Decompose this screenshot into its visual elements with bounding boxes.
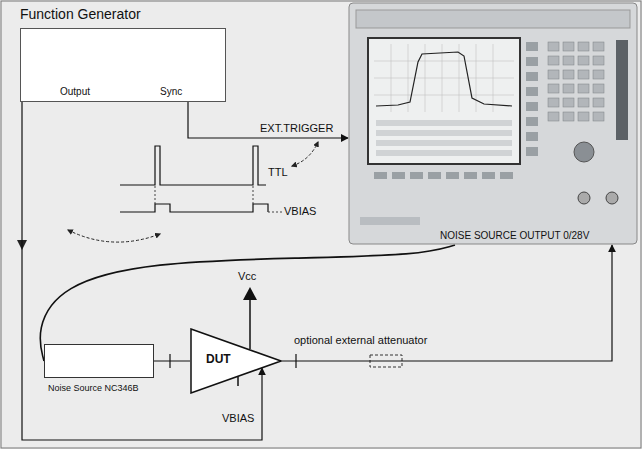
rf-input bbox=[606, 192, 618, 204]
note: optional external attenuator bbox=[294, 334, 427, 347]
signal-wire bbox=[188, 102, 348, 138]
level-line bbox=[268, 212, 282, 213]
key bbox=[548, 112, 559, 121]
key bbox=[563, 84, 574, 93]
softkey bbox=[526, 102, 538, 111]
key bbox=[593, 42, 604, 51]
key bbox=[578, 84, 589, 93]
device-name: Noise Source NC346B bbox=[48, 383, 139, 393]
key bbox=[578, 70, 589, 79]
port-label: NOISE SOURCE OUTPUT 0/28V bbox=[440, 230, 589, 242]
noise-trace bbox=[376, 52, 512, 106]
signal-wire bbox=[154, 360, 190, 361]
key bbox=[563, 98, 574, 107]
key bbox=[563, 70, 574, 79]
dut-amplifier: DUT bbox=[190, 328, 282, 394]
softkey bbox=[500, 172, 513, 179]
port-label: Sync bbox=[160, 86, 182, 98]
softkey bbox=[374, 172, 387, 179]
signal-wire bbox=[22, 102, 262, 440]
device-name: Function Generator bbox=[20, 6, 141, 22]
key bbox=[563, 42, 574, 51]
device-name: DUT bbox=[206, 353, 231, 367]
softkey bbox=[526, 147, 538, 156]
key bbox=[593, 84, 604, 93]
softkey bbox=[446, 172, 459, 179]
instrument-box bbox=[20, 28, 226, 102]
softkey bbox=[392, 172, 405, 179]
supply-arrow bbox=[243, 287, 257, 300]
softkey bbox=[526, 42, 538, 51]
signal-wire bbox=[282, 245, 612, 361]
key bbox=[578, 42, 589, 51]
rotary-knob bbox=[574, 142, 594, 162]
screen-grid bbox=[374, 44, 514, 112]
softkey bbox=[482, 172, 495, 179]
screen-table bbox=[376, 130, 512, 136]
edge-label: EXT.TRIGGER bbox=[258, 122, 335, 135]
softkey bbox=[526, 57, 538, 66]
supply-line bbox=[249, 298, 251, 349]
signal-name: VBIAS bbox=[222, 412, 254, 425]
connector bbox=[578, 192, 590, 204]
front-buttons bbox=[360, 217, 420, 225]
top-bezel bbox=[356, 10, 630, 28]
signal-name: TTL bbox=[268, 166, 288, 179]
key bbox=[593, 70, 604, 79]
function-generator: Function GeneratorOutput Sync bbox=[20, 6, 226, 102]
screen-table bbox=[376, 120, 512, 126]
noise-source-box bbox=[44, 344, 154, 378]
ttl-waveform bbox=[120, 146, 266, 185]
key bbox=[563, 112, 574, 121]
softkey bbox=[526, 132, 538, 141]
side-panel bbox=[616, 40, 628, 140]
screen-table bbox=[376, 150, 512, 156]
key bbox=[548, 42, 559, 51]
key bbox=[578, 98, 589, 107]
spectrum-analyzer: NOISE SOURCE OUTPUT 0/28V bbox=[348, 2, 638, 245]
key bbox=[593, 112, 604, 121]
softkey bbox=[428, 172, 441, 179]
ground-lead bbox=[237, 377, 239, 386]
timing-line bbox=[155, 186, 253, 204]
key bbox=[593, 56, 604, 65]
softkey bbox=[526, 117, 538, 126]
key bbox=[563, 56, 574, 65]
key bbox=[593, 98, 604, 107]
key bbox=[548, 56, 559, 65]
signal-name: Vcc bbox=[238, 270, 256, 283]
key bbox=[578, 56, 589, 65]
port-label: Output bbox=[60, 86, 90, 98]
bias-waveform bbox=[120, 204, 268, 212]
analyzer-illustration bbox=[348, 2, 638, 245]
key bbox=[548, 98, 559, 107]
instrument-body bbox=[349, 3, 637, 244]
curved-arrow bbox=[68, 230, 160, 242]
key bbox=[578, 112, 589, 121]
amplifier-triangle bbox=[190, 328, 282, 394]
softkey bbox=[464, 172, 477, 179]
key bbox=[548, 70, 559, 79]
noise-source: Noise Source NC346B bbox=[44, 344, 154, 378]
amplifier-outline bbox=[191, 329, 281, 393]
signal-name: VBIAS bbox=[284, 205, 316, 218]
softkey bbox=[526, 87, 538, 96]
screen-table bbox=[376, 140, 512, 146]
key bbox=[548, 84, 559, 93]
softkey bbox=[526, 72, 538, 81]
analyzer-screen bbox=[368, 38, 520, 164]
curved-arrow bbox=[292, 142, 318, 166]
softkey bbox=[410, 172, 423, 179]
